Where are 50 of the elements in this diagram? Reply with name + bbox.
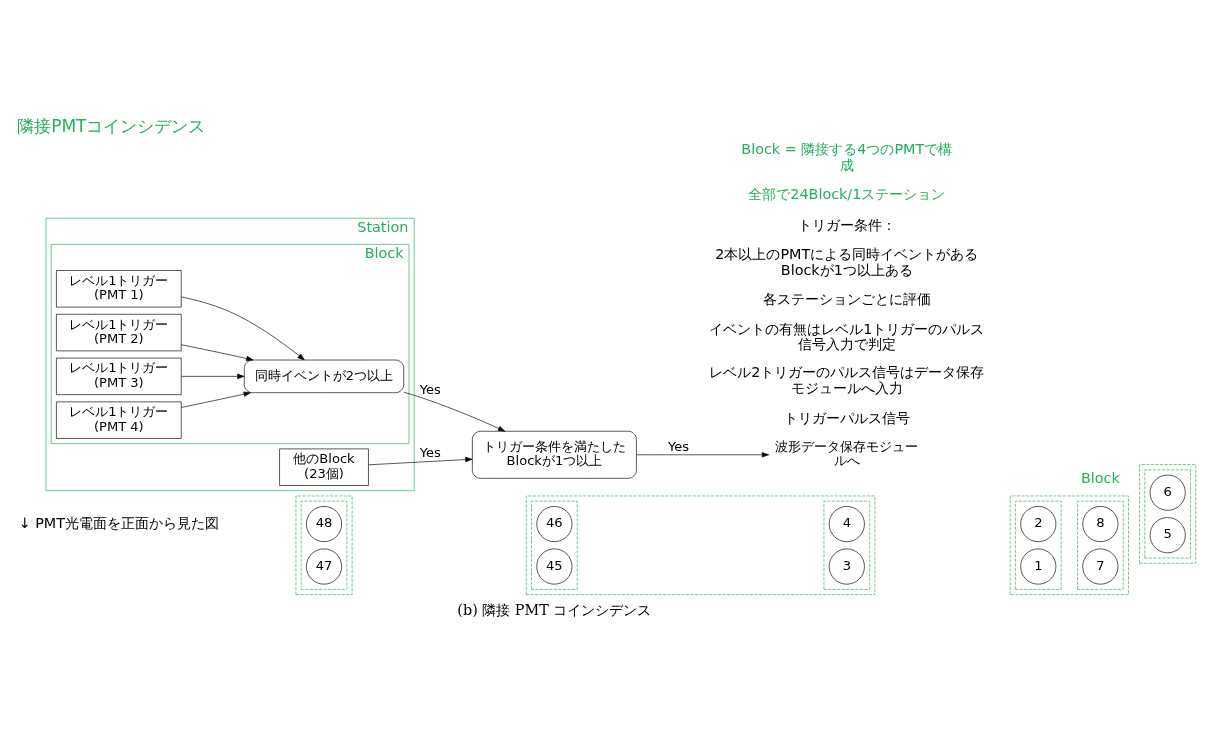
cluster [1144, 469, 1191, 558]
node-circle: 3 [828, 548, 865, 584]
node-box: 同時イベントが2つ以上 [243, 359, 405, 393]
arrow [368, 456, 473, 465]
node-circle: 47 [306, 548, 342, 584]
node-circle: 7 [1082, 548, 1119, 584]
label: Block = 隣接する4つのPMTで構成 [741, 140, 953, 173]
cluster [1077, 500, 1124, 590]
node-circle: 46 [536, 505, 573, 542]
label: Block [1080, 469, 1120, 486]
label: イベントの有無はレベル1トリガーのパルス信号入力で判定 [709, 320, 985, 352]
cluster [1015, 500, 1062, 590]
cluster [1009, 495, 1129, 595]
label: レベル2トリガーのパルス信号はデータ保存モジュールへ入力 [709, 363, 985, 396]
node-circle: 1 [1020, 548, 1057, 584]
node-box: レベル1トリガー(PMT 3) [56, 357, 182, 395]
arrow [636, 451, 770, 457]
node-circle: 2 [1020, 505, 1057, 542]
node-circle: 45 [536, 548, 573, 584]
label: 2本以上のPMTによる同時イベントがあるBlockが1つ以上ある [715, 245, 979, 278]
label: トリガーパルス信号 [783, 409, 910, 425]
edge-label: Yes [419, 444, 441, 460]
arrow [181, 373, 245, 379]
edge-label: Yes [419, 381, 441, 397]
cluster [525, 495, 876, 595]
label: ↓ PMT光電面を正面から見た図 [18, 514, 220, 531]
node-circle: 48 [306, 505, 342, 542]
label: 各ステーションごとに評価 [762, 290, 931, 307]
node-circle: 5 [1149, 516, 1186, 553]
node-circle: 6 [1149, 474, 1186, 511]
node-box: 他のBlock (23個) [279, 448, 369, 486]
node-box: レベル1トリガー(PMT 2) [56, 313, 182, 351]
arrow [180, 391, 251, 408]
label: 全部で24Block/1ステーション [748, 185, 946, 202]
node-box: レベル1トリガー(PMT 1) [56, 269, 182, 307]
node-box: トリガー条件を満たしたBlockが1つ以上 [472, 430, 637, 479]
node-text: 波形データ保存モジュールへ [775, 438, 919, 468]
node-circle: 4 [828, 505, 865, 542]
label: トリガー条件： [797, 216, 896, 233]
arrow [403, 391, 506, 432]
caption: (b) 隣接 PMT コインシデンス [457, 601, 652, 618]
arrow [181, 296, 305, 360]
node-box: レベル1トリガー(PMT 4) [56, 401, 182, 439]
cluster [1139, 463, 1197, 564]
edge-label: Yes [667, 438, 690, 454]
diagram-title: 隣接PMTコインシデンス [17, 115, 206, 136]
cluster [531, 500, 578, 590]
arrow [180, 343, 254, 361]
node-circle: 8 [1082, 505, 1119, 542]
cluster [823, 500, 870, 590]
